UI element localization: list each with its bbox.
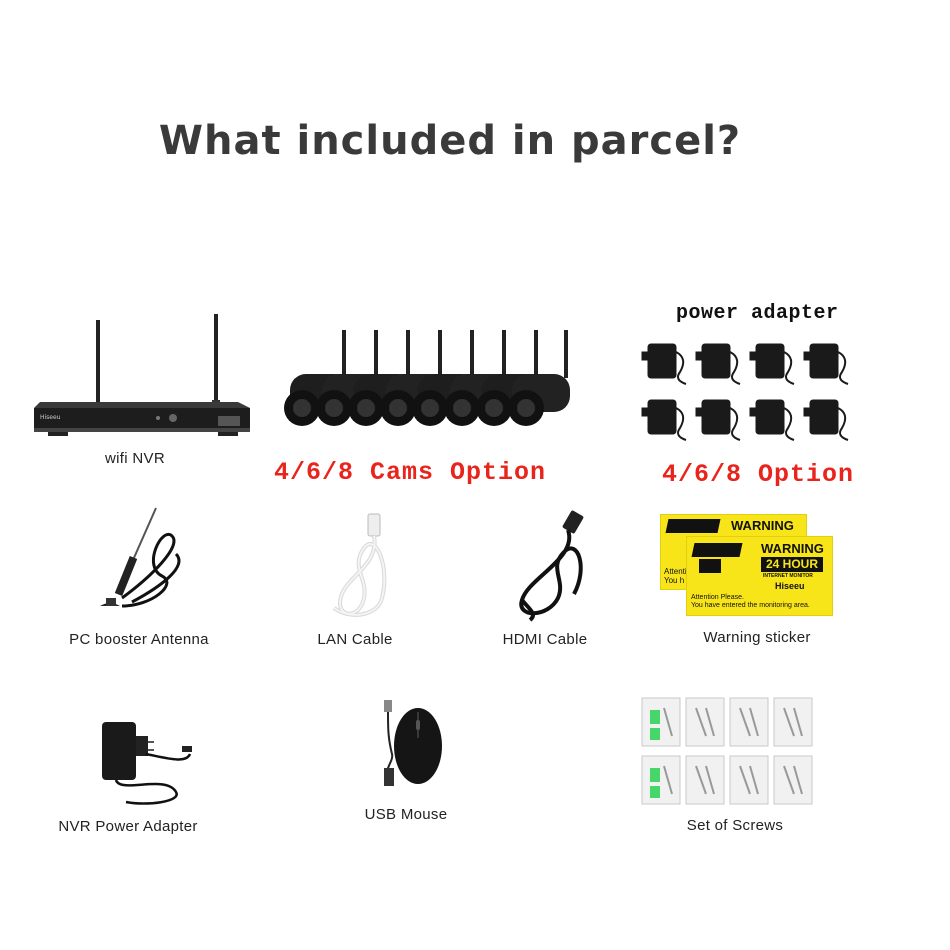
screw-pack-4 — [773, 697, 813, 747]
nvr-power-adapter-image — [102, 722, 192, 805]
hdmi-cable-label: HDMI Cable — [502, 631, 588, 648]
nvr-power-adapter-label: NVR Power Adapter — [58, 818, 198, 835]
sticker-message: You have entered the monitoring area. — [691, 602, 810, 609]
sticker-warning: WARNING — [761, 541, 824, 556]
adapter-1 — [641, 343, 687, 385]
cams-option-label: 4/6/8 Cams Option — [274, 458, 547, 487]
sticker-back-you: You h — [664, 576, 685, 585]
lan-cable-label: LAN Cable — [317, 631, 393, 648]
sticker-hours: 24 HOUR — [761, 557, 823, 572]
hdmi-cable-image — [519, 510, 584, 622]
adapter-3 — [749, 343, 795, 385]
sticker-attention: Attention Please. — [691, 594, 744, 601]
power-adapter-heading: power adapter — [676, 302, 839, 325]
adapter-4 — [803, 343, 849, 385]
screw-pack-2 — [685, 697, 725, 747]
screw-pack-8 — [773, 755, 813, 805]
power-adapters-image — [641, 343, 849, 441]
adapter-2 — [695, 343, 741, 385]
sticker-front: WARNING 24 HOUR INTERNET MONITOR Hiseeu … — [686, 536, 833, 616]
screw-pack-6 — [685, 755, 725, 805]
camera-8 — [508, 330, 570, 426]
screw-pack-5 — [641, 755, 681, 805]
warning-sticker-image: WARNING Attention You h WARNING 24 HOUR … — [660, 514, 835, 616]
screw-pack-3 — [729, 697, 769, 747]
usb-mouse-image — [384, 700, 442, 786]
screw-pack-7 — [729, 755, 769, 805]
nvr-label: wifi NVR — [105, 450, 165, 467]
adapter-6 — [695, 399, 741, 441]
sticker-back-warning: WARNING — [731, 518, 794, 533]
warning-sticker-label: Warning sticker — [703, 629, 811, 646]
sticker-brand: Hiseeu — [775, 581, 805, 591]
nvr-image: Hiseeu — [34, 314, 250, 436]
page-title: What included in parcel? — [158, 118, 742, 164]
lan-cable-image — [332, 513, 387, 617]
cameras-image — [284, 330, 570, 426]
sticker-back-attention: Attention — [664, 567, 696, 576]
antenna-label: PC booster Antenna — [69, 631, 209, 648]
adapter-8 — [803, 399, 849, 441]
nvr-brand: Hiseeu — [40, 414, 61, 421]
adapter-5 — [641, 399, 687, 441]
screws-label: Set of Screws — [686, 817, 784, 834]
sticker-monitor: INTERNET MONITOR — [763, 573, 813, 579]
antenna-image — [100, 507, 181, 608]
usb-mouse-label: USB Mouse — [364, 806, 448, 823]
screws-image — [641, 697, 813, 805]
adapters-option-label: 4/6/8 Option — [662, 460, 855, 489]
screw-pack-1 — [641, 697, 681, 747]
adapter-7 — [749, 399, 795, 441]
